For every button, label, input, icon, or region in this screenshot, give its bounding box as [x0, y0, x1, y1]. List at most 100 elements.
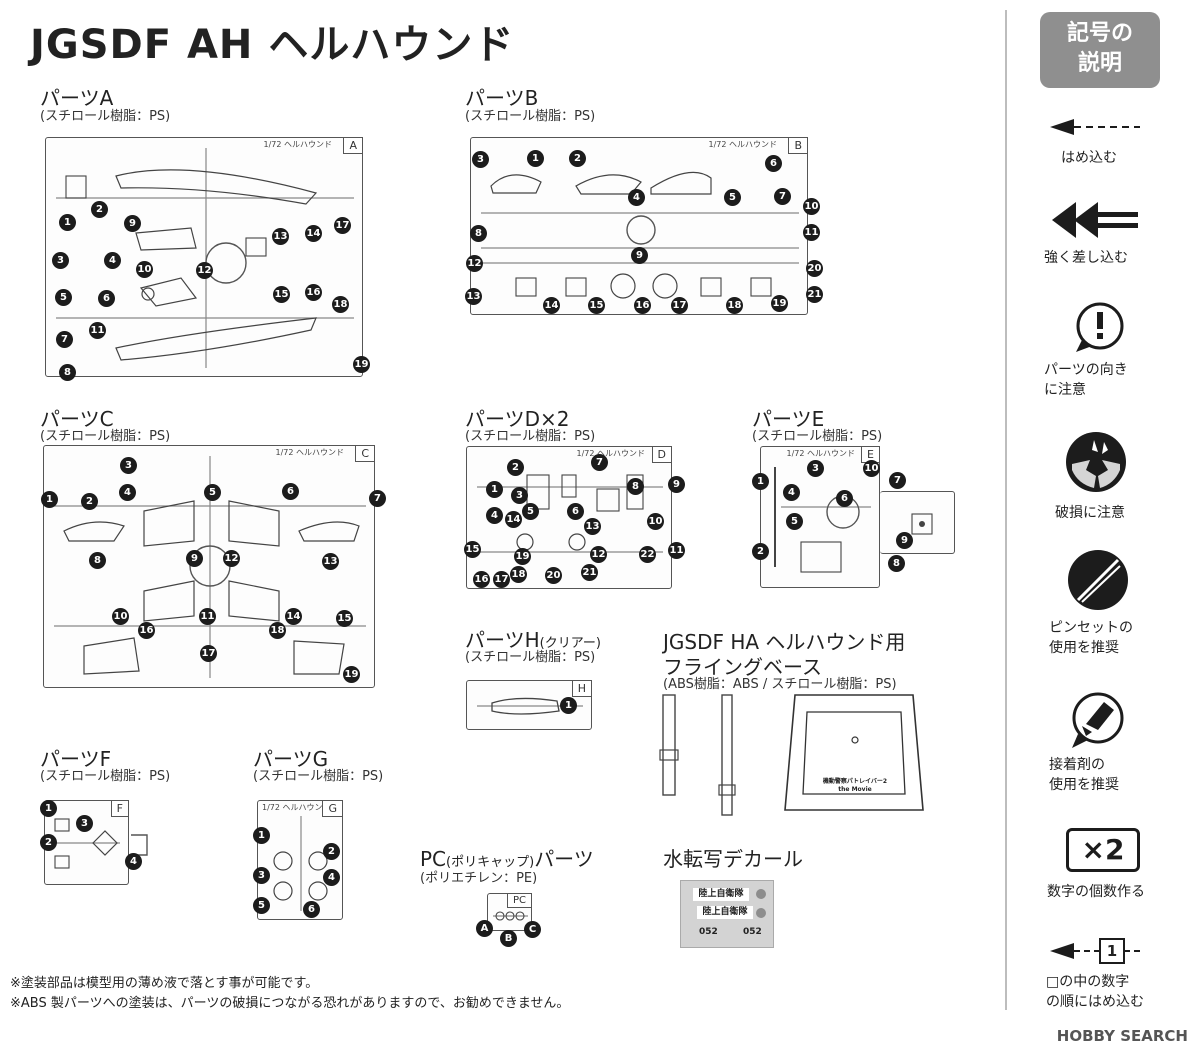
sprue-b: 1/72 ヘルハウンド B [470, 137, 808, 315]
decal-roundel [756, 908, 766, 918]
section-f-title: パーツF [40, 747, 112, 771]
part-number: 10 [863, 460, 880, 477]
sprue-a-drawing [56, 148, 354, 368]
legend-header-line1: 記号の [1066, 21, 1133, 46]
part-number: 9 [896, 532, 913, 549]
exclamation-icon [1076, 302, 1124, 352]
double-arrow-icon [1052, 202, 1138, 238]
page-title: JGSDF AH ヘルハウンド [30, 22, 515, 68]
part-number: 3 [76, 815, 93, 832]
part-number: 6 [303, 901, 320, 918]
section-e-material: (スチロール樹脂：PS) [752, 429, 883, 444]
part-number: 2 [752, 543, 769, 560]
sprue-e-label: 1/72 ヘルハウンド [786, 449, 855, 458]
part-number: 15 [273, 286, 290, 303]
sprue-pc-drawing [493, 911, 528, 921]
part-number: 19 [343, 666, 360, 683]
part-number: 9 [124, 215, 141, 232]
part-number: 2 [91, 201, 108, 218]
section-g-title: パーツG [253, 747, 329, 771]
legend-text-order-1: □の中の数字 [1046, 974, 1130, 990]
legend-text-tweezers-1: ピンセットの [1049, 620, 1133, 636]
part-number: 4 [119, 484, 136, 501]
legend-header-line2: 説明 [1077, 51, 1122, 76]
part-number: 13 [465, 288, 482, 305]
part-number: 4 [783, 484, 800, 501]
part-number: 6 [98, 290, 115, 307]
part-number: 19 [514, 548, 531, 565]
part-number: 4 [628, 189, 645, 206]
part-number: 10 [803, 198, 820, 215]
sprue-c-tag: C [355, 445, 375, 462]
part-number: 18 [332, 296, 349, 313]
glue-icon [1072, 692, 1124, 748]
part-number: 1 [59, 214, 76, 231]
pc-title: PC(ポリキャップ)パーツ [420, 843, 594, 872]
base-plate-line2: the Movie [838, 786, 872, 793]
part-number: A [476, 920, 493, 937]
part-number: 2 [81, 493, 98, 510]
pc-title-end: パーツ [534, 847, 594, 871]
legend-text-quantity: 数字の個数作る [1047, 884, 1145, 900]
legend-header: 記号の 説明 [1040, 12, 1160, 88]
base-material: (ABS樹脂：ABS / スチロール樹脂：PS) [663, 677, 897, 692]
sprue-g-label: 1/72 ヘルハウンド [262, 803, 331, 812]
decal-number-2: 052 [743, 927, 762, 937]
part-number: C [524, 921, 541, 938]
part-number: 12 [223, 550, 240, 567]
part-number: 13 [584, 518, 601, 535]
legend-text-push: 強く差し込む [1044, 250, 1128, 266]
part-number: 12 [466, 255, 483, 272]
part-number: 10 [112, 608, 129, 625]
sprue-f: F [44, 800, 129, 885]
sprue-g-tag: G [322, 800, 343, 817]
part-number: 5 [522, 503, 539, 520]
part-number: 1 [40, 800, 57, 817]
sprue-c-label: 1/72 ヘルハウンド [275, 448, 344, 457]
part-number: 4 [125, 853, 142, 870]
sprue-f-tag: F [110, 800, 129, 817]
part-number: 19 [353, 356, 370, 373]
decal-roundel [756, 889, 766, 899]
part-number: 7 [889, 472, 906, 489]
sprue-pc-tag: PC [506, 893, 532, 908]
part-number: 2 [507, 459, 524, 476]
part-number: 11 [803, 224, 820, 241]
part-number: 1 [486, 481, 503, 498]
arrow-dashed-icon [1050, 119, 1140, 135]
legend-text-order-2: の順にはめ込む [1046, 994, 1144, 1010]
pc-title-main: PC [420, 847, 447, 871]
section-h-title: パーツH(クリアー) [465, 624, 601, 653]
part-number: 9 [668, 476, 685, 493]
part-number: 20 [806, 260, 823, 277]
part-number: 10 [647, 513, 664, 530]
part-number: 16 [473, 571, 490, 588]
part-number: 7 [369, 490, 386, 507]
part-number: 22 [639, 546, 656, 563]
section-h-title-small: (クリアー) [539, 636, 602, 651]
part-number: 10 [136, 261, 153, 278]
part-number: 3 [807, 460, 824, 477]
numbered-arrow-digit: 1 [1106, 942, 1118, 960]
part-number: 5 [253, 897, 270, 914]
part-number: 6 [567, 503, 584, 520]
part-number: 5 [55, 289, 72, 306]
section-h-title-main: パーツH [465, 628, 540, 652]
part-number: 8 [888, 555, 905, 572]
part-number: 5 [204, 484, 221, 501]
part-number: 14 [305, 225, 322, 242]
part-number: 3 [472, 151, 489, 168]
base-plate-line1: 機動警察パトレイバー2 [822, 778, 888, 785]
part-number: 5 [724, 189, 741, 206]
sprue-g: 1/72 ヘルハウンド G [257, 800, 343, 920]
section-b-title: パーツB [465, 86, 539, 110]
sprue-a-label: 1/72 ヘルハウンド [263, 140, 332, 149]
legend-text-orientation-2: に注意 [1044, 382, 1086, 398]
part-number: 3 [52, 252, 69, 269]
part-number: 16 [634, 297, 651, 314]
part-number: 8 [627, 478, 644, 495]
part-number: 20 [545, 567, 562, 584]
part-number: 16 [305, 284, 322, 301]
part-number: 4 [486, 507, 503, 524]
part-number: 8 [470, 225, 487, 242]
